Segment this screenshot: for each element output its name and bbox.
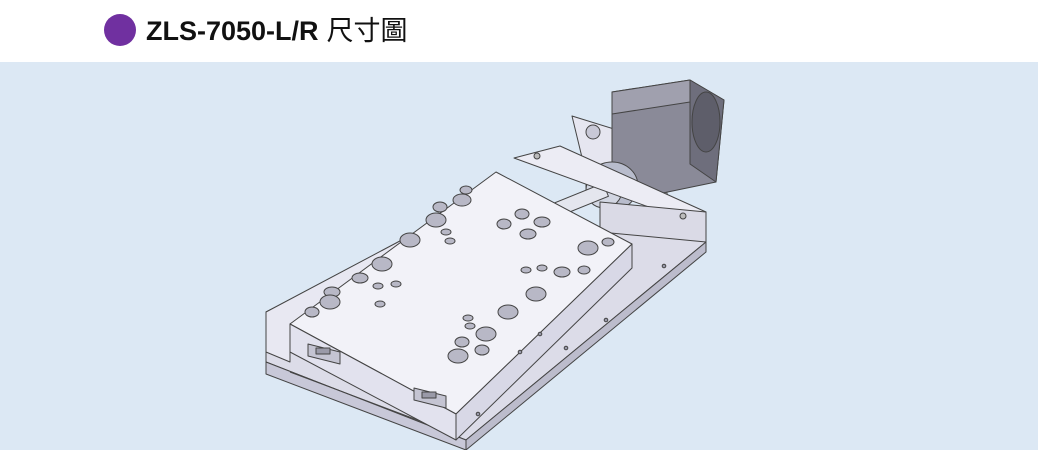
end-block [513, 145, 707, 243]
side-holes [475, 263, 667, 417]
mounting-holes [304, 185, 615, 364]
stepper-motor-icon [611, 79, 725, 195]
drawing-panel [0, 62, 1038, 450]
page-title-suffix: 尺寸圖 [326, 16, 408, 47]
limit-sensor-icon [307, 343, 447, 409]
bullet-circle-icon [104, 14, 136, 46]
linear-stage-3d-drawing-icon [265, 79, 725, 450]
page-title-model: ZLS-7050-L/R [146, 16, 319, 46]
